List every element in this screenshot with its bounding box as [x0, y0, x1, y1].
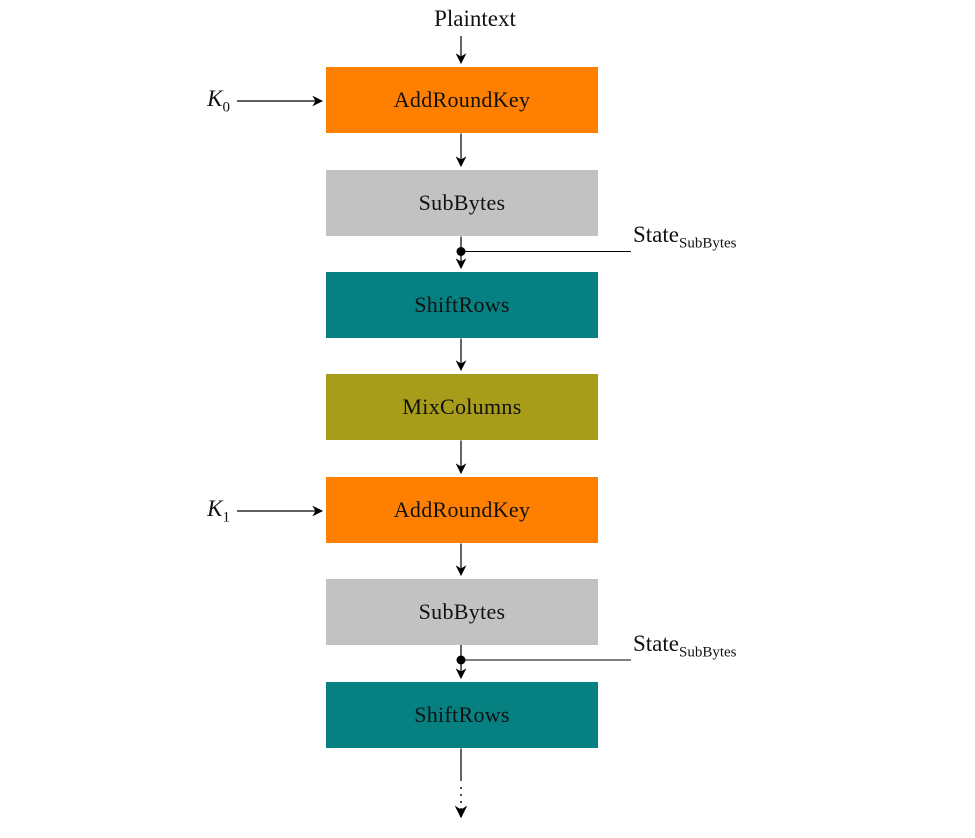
state-label-2: StateSubBytes: [633, 631, 737, 660]
key-label-k1: K1: [150, 496, 230, 525]
state-label-1-sub: SubBytes: [679, 235, 737, 252]
box-shiftrows-1: ShiftRows: [326, 272, 598, 338]
key-label-k0: K0: [150, 86, 230, 115]
box-addroundkey-1: AddRoundKey: [326, 67, 598, 133]
key-label-k1-base: K: [207, 496, 223, 521]
junction-dot-2: [456, 655, 466, 665]
state-label-1: StateSubBytes: [633, 222, 737, 251]
box-subbytes-1: SubBytes: [326, 170, 598, 236]
box-subbytes-2: SubBytes: [326, 579, 598, 645]
key-label-k0-sub: 0: [222, 99, 231, 116]
key-label-k1-sub: 1: [222, 509, 231, 526]
plaintext-label: Plaintext: [434, 6, 516, 31]
state-label-1-base: State: [633, 222, 679, 247]
junction-dot-1: [456, 247, 466, 256]
box-addroundkey-2: AddRoundKey: [326, 477, 598, 543]
box-mixcolumns: MixColumns: [326, 374, 598, 440]
key-label-k0-base: K: [207, 86, 223, 111]
state-label-2-sub: SubBytes: [679, 644, 737, 661]
box-shiftrows-2: ShiftRows: [326, 682, 598, 748]
state-label-2-base: State: [633, 631, 679, 656]
